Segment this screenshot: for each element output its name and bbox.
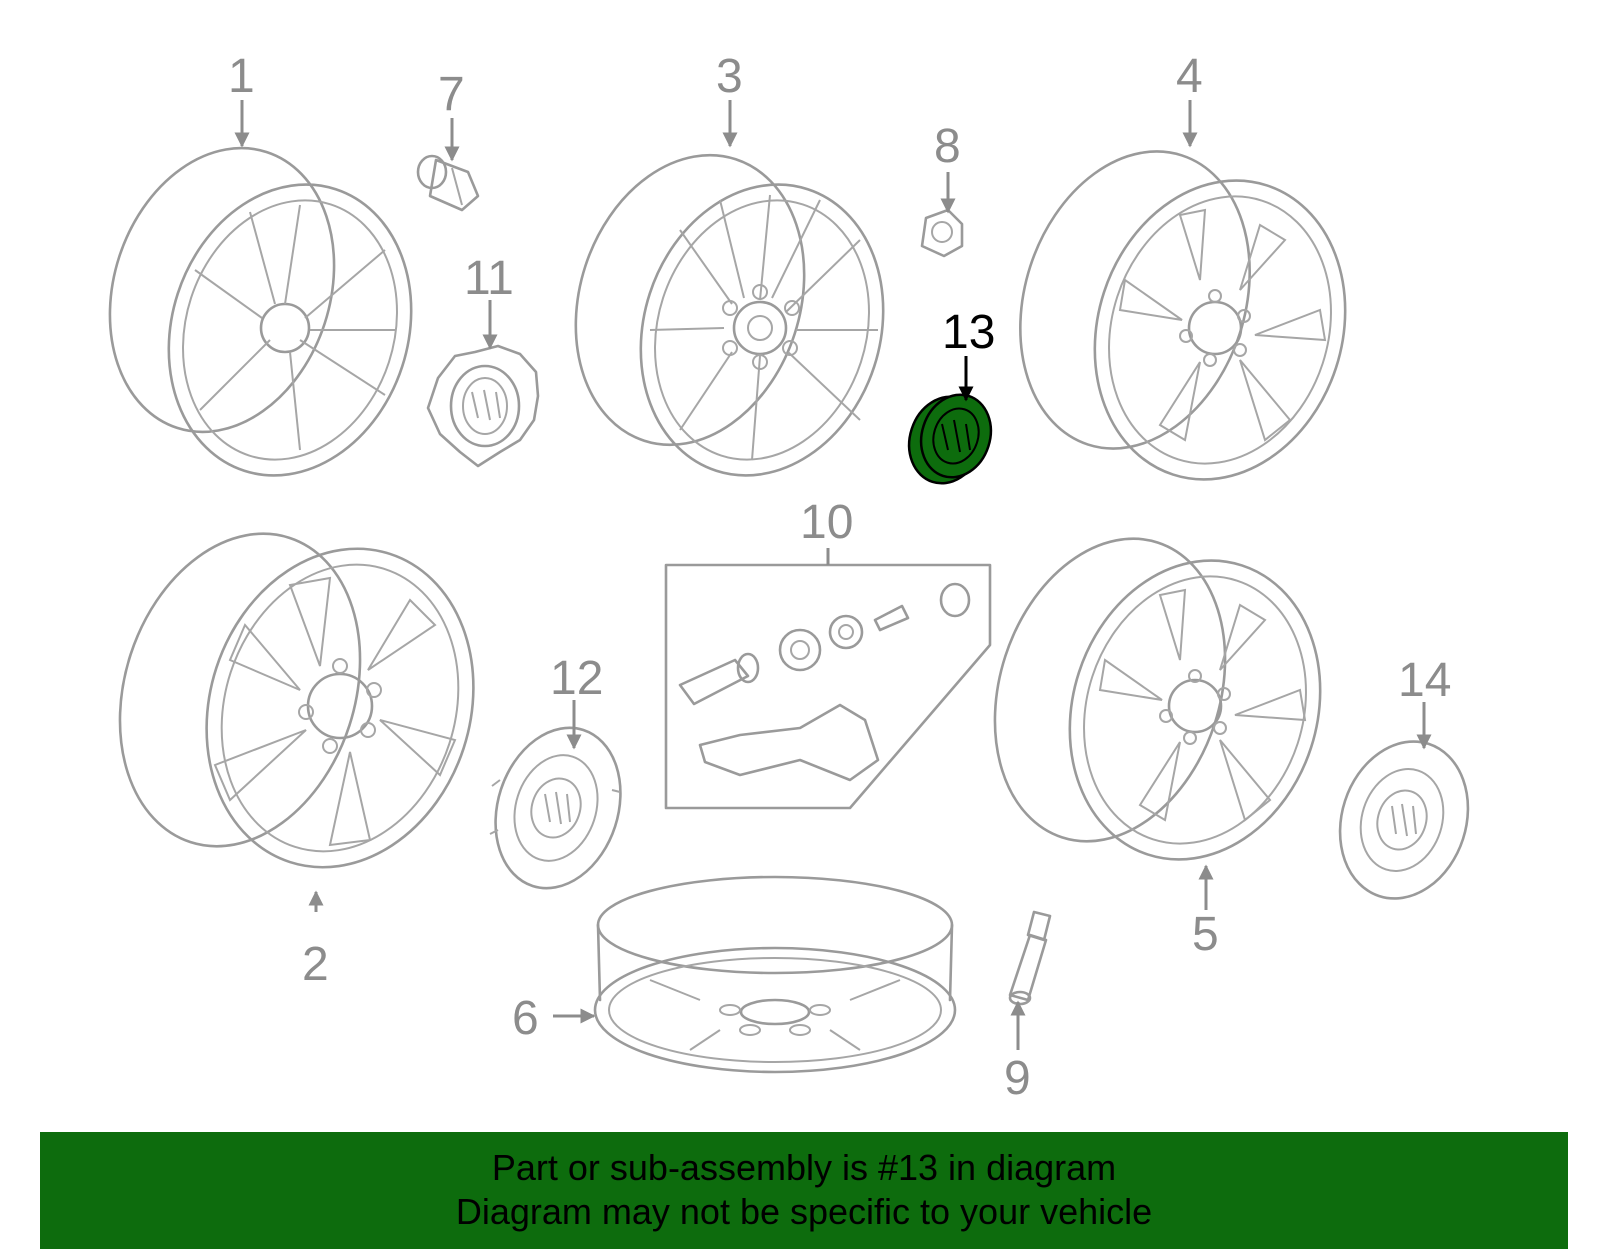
callout-11: 11 xyxy=(464,252,514,305)
callout-4: 4 xyxy=(1176,50,1203,103)
callout-5: 5 xyxy=(1192,908,1219,961)
valve-stem-part-9[interactable] xyxy=(1008,910,1052,1006)
callout-7: 7 xyxy=(438,68,465,121)
callout-13-highlighted: 13 xyxy=(942,306,995,359)
spare-wheel-part-6[interactable] xyxy=(593,875,957,1074)
nut-part-8[interactable] xyxy=(920,208,964,258)
info-banner: Part or sub-assembly is #13 in diagram D… xyxy=(40,1132,1568,1249)
wheel-part-5[interactable] xyxy=(957,509,1358,893)
center-cap-part-11[interactable] xyxy=(426,344,540,468)
wheel-part-1[interactable] xyxy=(74,119,447,507)
callout-10: 10 xyxy=(800,496,853,549)
banner-line-part-number: Part or sub-assembly is #13 in diagram xyxy=(491,1147,1117,1188)
parts-diagram: 1 2 3 4 5 6 7 8 9 10 11 12 13 14 xyxy=(74,50,1487,1105)
callout-8: 8 xyxy=(934,120,961,173)
wheel-part-3[interactable] xyxy=(540,125,920,507)
center-cap-part-13-highlighted[interactable] xyxy=(898,386,1001,493)
callout-12: 12 xyxy=(550,652,603,705)
wheel-part-2[interactable] xyxy=(81,502,514,902)
leader-lines xyxy=(234,100,1432,1050)
callout-14: 14 xyxy=(1398,654,1451,707)
tpms-kit-part-10[interactable] xyxy=(664,563,992,810)
banner-line-disclaimer: Diagram may not be specific to your vehi… xyxy=(455,1191,1153,1232)
center-cap-part-12[interactable] xyxy=(476,711,641,904)
lug-nut-part-7[interactable] xyxy=(416,154,480,212)
callout-1: 1 xyxy=(228,50,255,103)
callout-labels: 1 2 3 4 5 6 7 8 9 10 11 12 13 14 xyxy=(228,50,1451,1105)
callout-2: 2 xyxy=(302,938,329,991)
callout-3: 3 xyxy=(716,50,743,103)
callout-6: 6 xyxy=(512,992,539,1045)
callout-9: 9 xyxy=(1004,1052,1031,1105)
wheel-part-4[interactable] xyxy=(983,121,1383,512)
center-cap-part-14[interactable] xyxy=(1320,725,1487,915)
